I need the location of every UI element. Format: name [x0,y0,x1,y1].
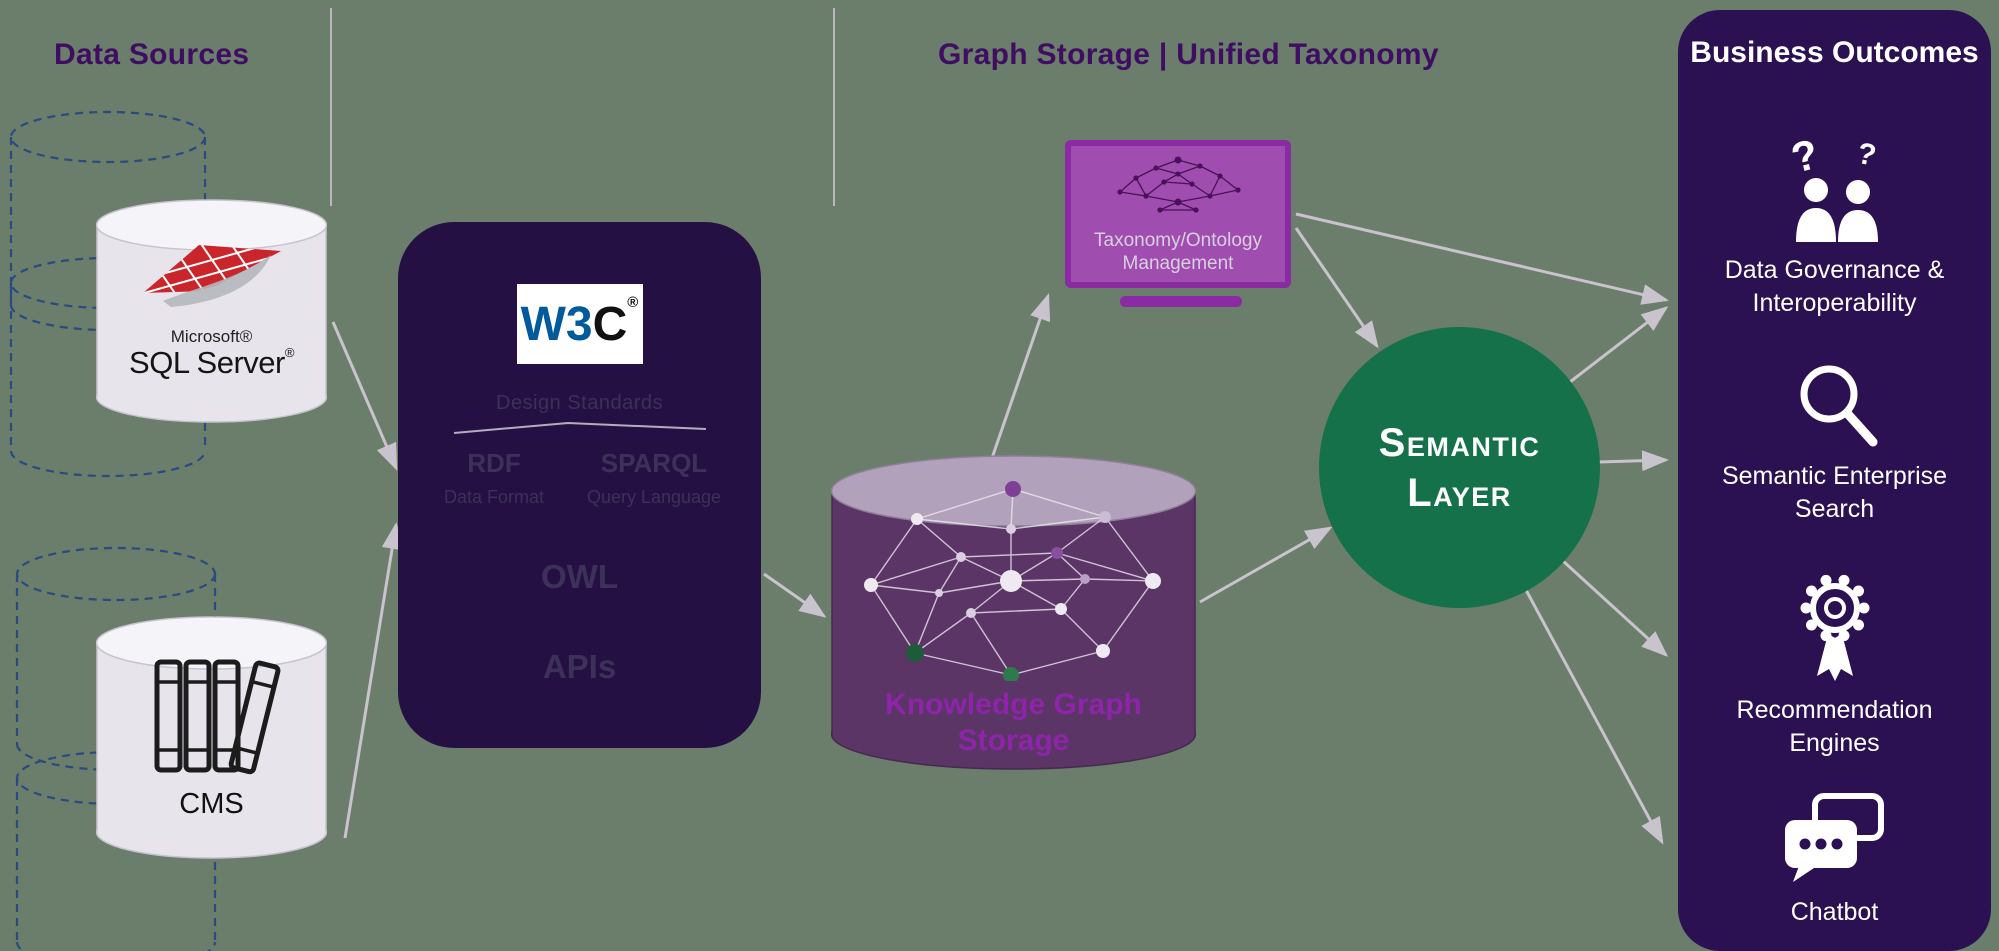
sql-server-database: Microsoft® SQL Server® [96,199,327,423]
cylinder-shape [831,455,1196,770]
business-outcomes-header: Business Outcomes [1690,36,1979,69]
sql-server-logo-icon [142,245,281,307]
chatbot-icon [1784,793,1884,882]
graph-storage-header: Graph Storage | Unified Taxonomy [938,38,1439,71]
underline-chevron [453,421,706,434]
owl-standard: OWL [541,558,618,595]
outcome-recommendation-engines: Recommendation Engines [1678,570,1991,759]
outcome-label: Semantic Enterprise Search [1721,462,1948,523]
books-icon [154,659,280,775]
arrow-kg-to-monitor [990,293,1051,459]
arrow-sql-to-standards [331,321,398,471]
arrow-semantic-to-governance [1569,306,1669,384]
outcome-label: Chatbot [1790,898,1879,926]
outcome-data-governance: ? ? Data Governance & Interoperability [1678,130,1991,319]
sql-server-brand-large: SQL Server® [129,345,294,380]
rdf-standard: RDF Data Format [443,448,545,507]
outcome-semantic-search: Semantic Enterprise Search [1678,356,1991,525]
governance-icon: ? ? [1786,130,1879,242]
apis-standard: APIs [542,648,617,685]
outcome-chatbot: Chatbot [1678,792,1991,929]
search-icon [1800,365,1877,447]
design-standards-label: Design Standards [496,392,663,414]
arrow-standards-to-kg [763,572,827,618]
data-sources-header: Data Sources [54,38,250,71]
cylinder-shape [96,616,327,859]
cms-label: CMS [179,788,244,820]
section-divider [330,8,332,206]
arrow-semantic-to-recommendation [1561,559,1669,658]
outcome-label: Data Governance & Interoperability [1724,256,1945,317]
arrow-kg-to-semantic [1199,526,1333,604]
business-outcomes-panel: Business Outcomes ? ? Data Governance & … [1678,10,1991,951]
arrow-monitor-to-outcomes [1295,212,1669,305]
knowledge-graph-network-icon [864,481,1161,681]
outcome-label: Recommendation Engines [1736,696,1933,757]
semantic-layer-circle: Semantic Layer [1319,327,1600,608]
recommendation-icon [1800,574,1869,681]
sparql-standard: SPARQL Query Language [586,448,722,507]
monitor-stand [1120,296,1242,307]
arrow-semantic-to-search [1598,450,1669,472]
arrow-cms-to-standards [343,522,403,839]
section-divider [833,8,835,206]
svg-text:?: ? [1786,130,1822,182]
svg-text:?: ? [1854,137,1879,173]
arrow-monitor-to-semantic [1294,227,1379,349]
cms-database: CMS [96,616,327,859]
taxonomy-network-icon [1117,156,1241,213]
arrow-semantic-to-chatbot [1524,589,1664,845]
sql-server-brand-small: Microsoft® [170,327,253,346]
